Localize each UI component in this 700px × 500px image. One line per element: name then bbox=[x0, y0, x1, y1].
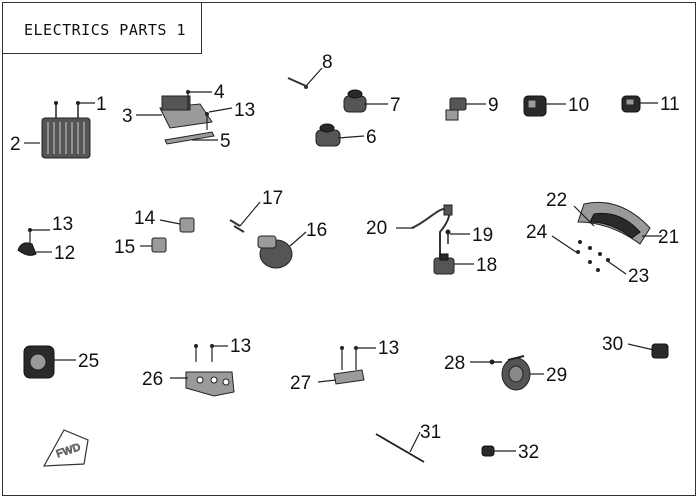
part-27-bracket bbox=[333, 346, 365, 385]
part-15-relay bbox=[151, 237, 167, 253]
callout-13d: 13 bbox=[378, 338, 399, 359]
fwd-marker: FWD bbox=[42, 429, 89, 467]
part-12-connector bbox=[17, 228, 37, 256]
callout-7: 7 bbox=[390, 95, 401, 116]
callout-19: 19 bbox=[472, 225, 493, 246]
part-8-clip bbox=[287, 77, 308, 89]
callout-3: 3 bbox=[122, 106, 133, 127]
callout-23: 23 bbox=[628, 266, 649, 287]
part-7-socket bbox=[343, 89, 367, 113]
callout-25: 25 bbox=[78, 351, 99, 372]
callout-9: 9 bbox=[488, 95, 499, 116]
callout-10: 10 bbox=[568, 95, 589, 116]
callout-11: 11 bbox=[660, 94, 680, 115]
callout-17: 17 bbox=[262, 188, 283, 209]
callout-1: 1 bbox=[96, 94, 107, 115]
callout-numbers: 1 2 3 4 13 5 8 7 6 9 10 11 13 12 14 15 1… bbox=[10, 52, 680, 463]
callout-12: 12 bbox=[54, 243, 75, 264]
callout-5: 5 bbox=[220, 131, 231, 152]
callout-30: 30 bbox=[602, 334, 623, 355]
diagram-frame bbox=[2, 2, 696, 496]
title-box: ELECTRICS PARTS 1 bbox=[2, 2, 202, 54]
callout-14: 14 bbox=[134, 208, 156, 229]
callout-16: 16 bbox=[306, 220, 327, 241]
callout-15: 15 bbox=[114, 237, 135, 258]
callout-2: 2 bbox=[10, 134, 21, 155]
callout-13c: 13 bbox=[230, 336, 251, 357]
part-2-regulator bbox=[41, 101, 91, 159]
part-22-24-screws bbox=[576, 240, 610, 272]
diagram-title: ELECTRICS PARTS 1 bbox=[24, 21, 187, 39]
callout-8: 8 bbox=[322, 52, 333, 73]
part-30-relay bbox=[651, 343, 669, 359]
callout-4: 4 bbox=[214, 82, 225, 103]
callout-24: 24 bbox=[526, 222, 548, 243]
part-29-horn bbox=[501, 355, 531, 391]
part-6-socket bbox=[315, 123, 341, 147]
callout-13a: 13 bbox=[234, 100, 255, 121]
callout-21: 21 bbox=[658, 227, 679, 248]
callout-29: 29 bbox=[546, 365, 567, 386]
part-18-sensor bbox=[433, 253, 455, 275]
part-10-switch bbox=[523, 95, 547, 117]
part-17-pins bbox=[229, 219, 245, 233]
part-16-coil bbox=[257, 235, 293, 269]
callout-26: 26 bbox=[142, 369, 163, 390]
part-31-cable-tie bbox=[375, 433, 425, 463]
part-20-cable bbox=[411, 204, 453, 262]
callout-6: 6 bbox=[366, 127, 377, 148]
part-32-grommet bbox=[481, 445, 495, 457]
callout-32: 32 bbox=[518, 442, 539, 463]
callout-20: 20 bbox=[366, 218, 387, 239]
callout-22: 22 bbox=[546, 190, 567, 211]
part-19-bolt bbox=[445, 229, 451, 244]
part-26-bracket bbox=[185, 344, 235, 397]
callout-31: 31 bbox=[420, 422, 441, 443]
part-9-switch bbox=[445, 97, 467, 121]
callout-18: 18 bbox=[476, 255, 497, 276]
part-14-relay bbox=[179, 217, 195, 233]
part-11-switch bbox=[621, 95, 641, 113]
leader-lines bbox=[24, 67, 662, 453]
callout-13b: 13 bbox=[52, 214, 73, 235]
callout-27: 27 bbox=[290, 373, 311, 394]
callout-28: 28 bbox=[444, 353, 465, 374]
part-25-housing bbox=[23, 345, 55, 379]
part-21-cluster bbox=[577, 201, 651, 245]
part-3-ecu bbox=[159, 90, 215, 145]
